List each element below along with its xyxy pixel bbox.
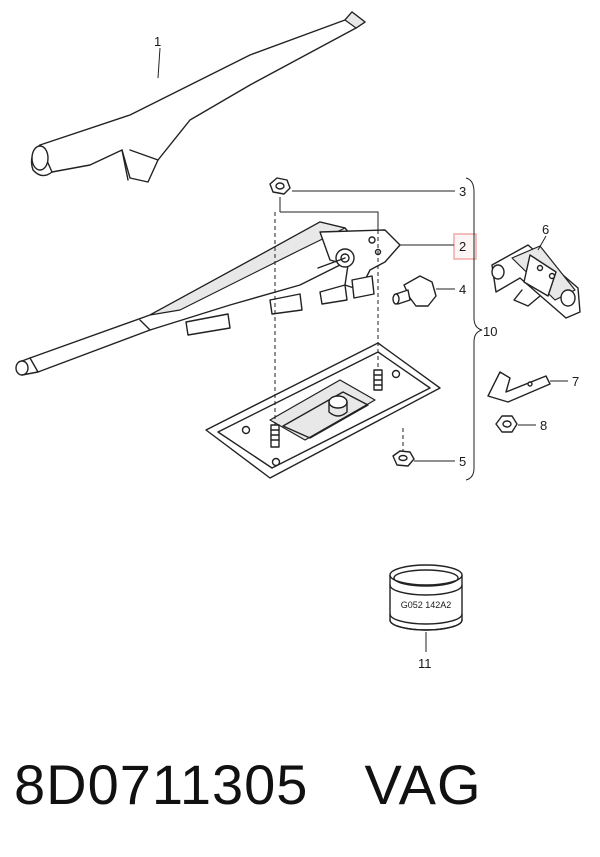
callout-3: 3	[459, 184, 466, 199]
brand-name: VAG	[364, 753, 482, 816]
callout-2: 2	[459, 239, 466, 254]
callout-11: 11	[418, 656, 432, 671]
main-lever-assembly	[15, 221, 401, 376]
callout-8: 8	[540, 418, 547, 433]
callout-4: 4	[459, 282, 466, 297]
part-7-bracket	[487, 371, 551, 403]
callout-5: 5	[459, 454, 466, 469]
part-11-ring	[389, 564, 463, 631]
part-8-nut	[495, 415, 518, 433]
part-number: 8D0711305	[14, 753, 309, 816]
callout-6: 6	[542, 222, 549, 237]
part-3-nut	[269, 177, 291, 195]
part-4-switch	[392, 275, 437, 307]
group-bracket-10	[465, 177, 483, 481]
callout-1: 1	[154, 34, 161, 49]
part-6-cable-guide	[491, 244, 581, 319]
highlight-box-2	[453, 233, 477, 260]
leader-1	[157, 47, 161, 79]
stud-right	[373, 369, 383, 391]
callout-7: 7	[572, 374, 579, 389]
stud-left	[270, 424, 280, 448]
assembly-bracket	[279, 197, 379, 230]
callout-10: 10	[483, 324, 497, 339]
caption: 8D0711305 VAG	[14, 752, 482, 817]
ring-stamp: G052 142A2	[401, 600, 452, 610]
part-5-nut	[392, 450, 415, 467]
part-1-lever-cover	[30, 11, 366, 183]
leader-6	[537, 235, 547, 251]
